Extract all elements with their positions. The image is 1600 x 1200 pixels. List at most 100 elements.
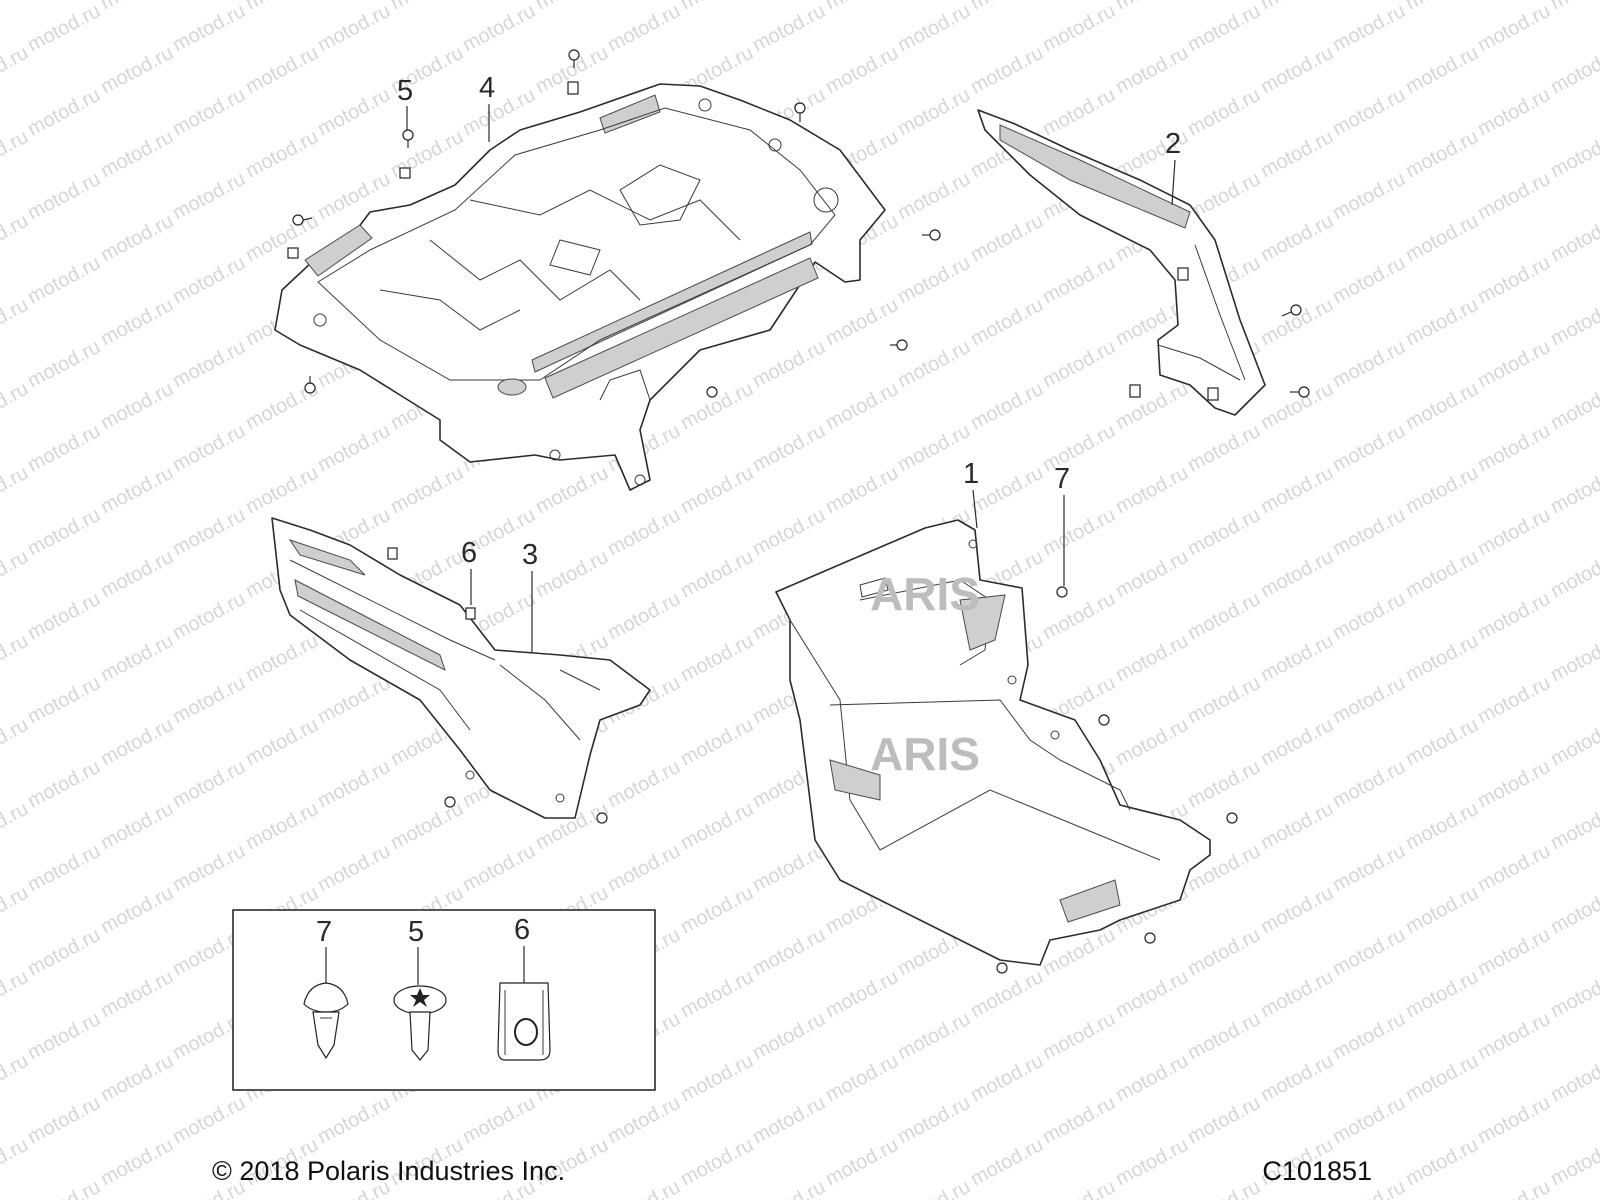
watermark-text: motod.ru	[0, 126, 32, 182]
watermark-text: motod.ru	[1184, 0, 1264, 56]
watermark-text: motod.ru	[1474, 924, 1554, 980]
watermark-text: motod.ru	[1039, 1008, 1119, 1064]
watermark-text: motod.ru	[24, 420, 104, 476]
watermark-text: motod.ru	[1257, 462, 1337, 518]
screw-icon	[1056, 586, 1068, 598]
watermark-text: motod.ru	[24, 1092, 104, 1148]
watermark-text: motod.ru	[0, 42, 32, 98]
watermark-text: motod.ru	[1329, 0, 1409, 56]
watermark-text: motod.ru	[1547, 210, 1600, 266]
watermark-text: motod.ru	[1184, 420, 1264, 476]
callout-part-3: 3	[522, 539, 538, 571]
watermark-text: motod.ru	[1474, 588, 1554, 644]
watermark-text: motod.ru	[1184, 672, 1264, 728]
watermark-text: motod.ru	[822, 0, 902, 14]
watermark-text: motod.ru	[677, 546, 757, 602]
watermark-text: motod.ru	[749, 1092, 829, 1148]
watermark-text: motod.ru	[169, 336, 249, 392]
watermark-text: motod.ru	[97, 0, 177, 14]
watermark-text: motod.ru	[1039, 420, 1119, 476]
watermark-text: motod.ru	[967, 294, 1047, 350]
watermark-text: motod.ru	[604, 588, 684, 644]
watermark-text: motod.ru	[314, 1092, 394, 1148]
watermark-text: motod.ru	[967, 1134, 1047, 1190]
push-rivet-icon	[303, 982, 349, 1060]
watermark-text: motod.ru	[1329, 84, 1409, 140]
copyright-text: © 2018 Polaris Industries Inc.	[212, 1156, 566, 1186]
watermark-text: motod.ru	[1184, 1176, 1264, 1200]
watermark-text: motod.ru	[532, 462, 612, 518]
watermark-text: motod.ru	[242, 0, 322, 14]
watermark-text: motod.ru	[1547, 882, 1600, 938]
watermark-text: motod.ru	[1112, 378, 1192, 434]
watermark-text: motod.ru	[604, 840, 684, 896]
watermark-text: motod.ru	[1474, 1008, 1554, 1064]
watermark-text: motod.ru	[822, 462, 902, 518]
watermark-text: motod.ru	[24, 504, 104, 560]
callout-part-7: 7	[1054, 463, 1070, 495]
screw-icon	[1098, 714, 1110, 726]
watermark-text: motod.ru	[894, 1092, 974, 1148]
watermark-text: motod.ru	[967, 378, 1047, 434]
watermark-text: motod.ru	[1547, 126, 1600, 182]
diagram-code: C101851	[1262, 1156, 1372, 1186]
watermark-text: motod.ru	[1257, 42, 1337, 98]
watermark-text: motod.ru	[1112, 966, 1192, 1022]
watermark-text: motod.ru	[314, 840, 394, 896]
watermark-text: motod.ru	[1547, 294, 1600, 350]
screw-icon	[304, 376, 316, 394]
watermark-text: motod.ru	[1329, 840, 1409, 896]
watermark-text: motod.ru	[1547, 546, 1600, 602]
watermark-text: motod.ru	[1402, 42, 1482, 98]
watermark-text: motod.ru	[1257, 714, 1337, 770]
watermark-text: motod.ru	[387, 798, 467, 854]
watermark-text: motod.ru	[242, 798, 322, 854]
watermark-text: motod.ru	[1184, 1092, 1264, 1148]
watermark-text: motod.ru	[822, 378, 902, 434]
watermark-text: motod.ru	[169, 0, 249, 56]
watermark-text: motod.ru	[1547, 630, 1600, 686]
watermark-text: motod.ru	[1474, 420, 1554, 476]
watermark-text: motod.ru	[677, 966, 757, 1022]
watermark-text: motod.ru	[387, 0, 467, 14]
watermark-text: motod.ru	[1329, 588, 1409, 644]
watermark-text: motod.ru	[894, 168, 974, 224]
watermark-text: motod.ru	[1329, 252, 1409, 308]
callout-part-2: 2	[1165, 128, 1181, 160]
part-2-side-panel	[977, 109, 1266, 416]
watermark-text: motod.ru	[1402, 630, 1482, 686]
watermark-text: motod.ru	[1402, 966, 1482, 1022]
watermark-text: motod.ru	[749, 0, 829, 56]
watermark-text: motod.ru	[1547, 462, 1600, 518]
watermark-text: motod.ru	[1112, 0, 1192, 14]
watermark-text: motod.ru	[532, 0, 612, 14]
watermark-text: motod.ru	[0, 798, 32, 854]
watermark-text: motod.ru	[169, 588, 249, 644]
screw-icon	[1144, 932, 1156, 944]
watermark-text: motod.ru	[749, 840, 829, 896]
watermark-text: motod.ru	[1257, 546, 1337, 602]
watermark-text: motod.ru	[749, 420, 829, 476]
watermark-text: motod.ru	[459, 1092, 539, 1148]
watermark-text: motod.ru	[242, 714, 322, 770]
watermark-text: motod.ru	[1329, 420, 1409, 476]
watermark-text: motod.ru	[677, 0, 757, 14]
watermark-text: motod.ru	[314, 420, 394, 476]
watermark-text: motod.ru	[242, 462, 322, 518]
watermark-text: motod.ru	[1474, 336, 1554, 392]
watermark-text: motod.ru	[242, 630, 322, 686]
watermark-text: motod.ru	[24, 168, 104, 224]
brand-logo-lower: ARIS	[870, 728, 980, 780]
watermark-text: motod.ru	[1184, 756, 1264, 812]
watermark-text: motod.ru	[1402, 210, 1482, 266]
watermark-text: motod.ru	[1257, 210, 1337, 266]
watermark-text: motod.ru	[97, 126, 177, 182]
watermark-text: motod.ru	[1547, 378, 1600, 434]
watermark-text: motod.ru	[314, 0, 394, 56]
watermark-text: motod.ru	[1257, 1050, 1337, 1106]
watermark-text: motod.ru	[1402, 126, 1482, 182]
watermark-text: motod.ru	[1039, 336, 1119, 392]
callout-part-1: 1	[963, 458, 979, 490]
watermark-text: motod.ru	[532, 546, 612, 602]
